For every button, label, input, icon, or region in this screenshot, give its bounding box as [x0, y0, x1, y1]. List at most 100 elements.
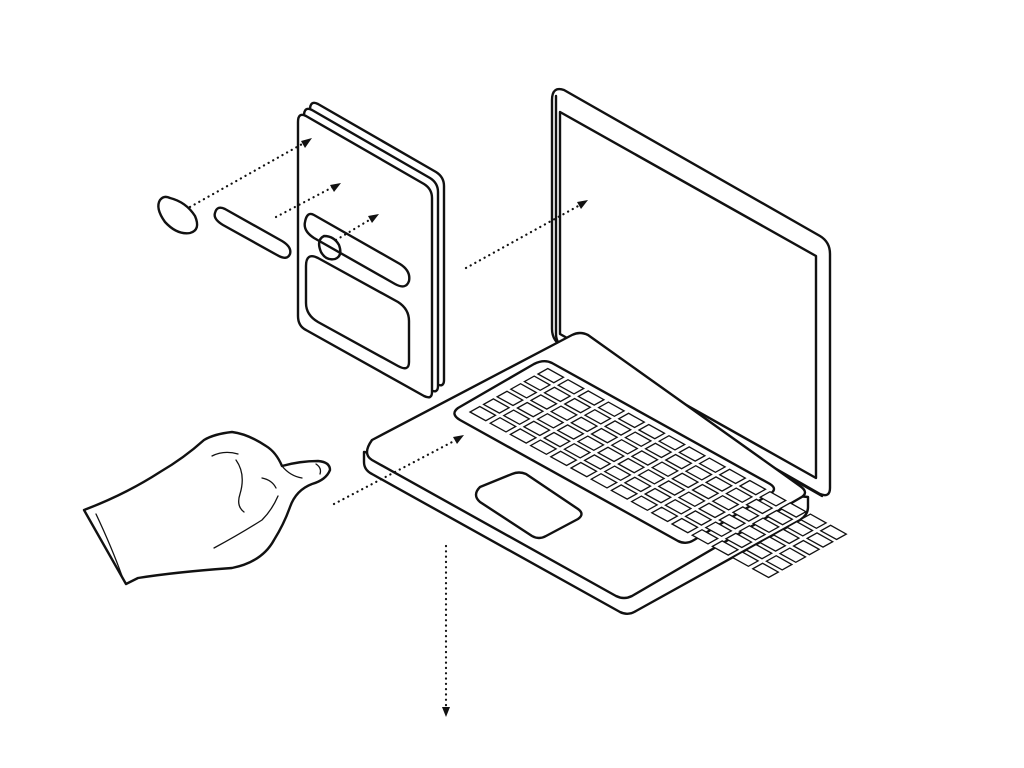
keyboard-key [765, 554, 794, 571]
keyboard-key [502, 409, 531, 426]
keyboard-key [758, 536, 787, 552]
keyboard-key [610, 438, 639, 455]
keyboard-key [677, 491, 706, 508]
keyboard-key [738, 524, 767, 541]
keyboard-key [597, 401, 626, 418]
keyboard-key [556, 424, 585, 440]
hand-nail [315, 463, 322, 475]
hand-finger-line [281, 465, 303, 479]
keyboard-key [529, 439, 558, 456]
keyboard-key [623, 476, 652, 493]
keyboard-key [711, 494, 740, 511]
keyboard-key [718, 468, 747, 485]
keyboard-key [590, 427, 619, 444]
keyboard-key [792, 539, 821, 556]
keyboard-key [630, 495, 659, 512]
laptop-trackpad [474, 471, 583, 540]
keyboard-key [617, 412, 646, 429]
keyboard-key [731, 506, 760, 522]
keyboard-key [772, 528, 801, 545]
keyboard-key [779, 502, 808, 518]
pill-element-icon [157, 195, 199, 235]
keyboard-key [718, 513, 747, 530]
keyboard-key [488, 416, 518, 433]
keyboard-key [543, 386, 572, 403]
keyboard-key [643, 487, 673, 504]
keyboard-key [731, 551, 760, 568]
keyboard-key [549, 405, 579, 422]
keyboard-key [704, 476, 734, 492]
keyboard-key [698, 457, 727, 474]
dotted-arrows [188, 138, 588, 717]
keyboard-key [751, 562, 780, 579]
keyboard-key [697, 502, 727, 519]
keyboard-key [711, 540, 740, 556]
keyboard-key [670, 517, 699, 534]
keyboard-key [678, 446, 707, 462]
keyboard-key [690, 528, 720, 545]
laptop-icon [362, 87, 848, 615]
keyboard-key [482, 398, 511, 414]
bar-element-icon [213, 206, 292, 259]
keyboard-key [724, 532, 753, 549]
keyboard-key [765, 509, 794, 526]
keyboard-key [738, 479, 767, 496]
dotted-arrow-icon [274, 183, 341, 219]
keyboard-key [671, 472, 700, 489]
keyboard-key [603, 420, 633, 436]
keyboard-key [799, 513, 828, 530]
dotted-arrow-icon [464, 200, 588, 270]
hand-knuckle-line [211, 451, 239, 457]
hand-pointing-icon [82, 430, 332, 586]
laptop-display [558, 110, 818, 480]
hand-outline [82, 430, 332, 586]
keyboard-key [576, 435, 605, 452]
keyboard-key [563, 442, 592, 459]
keyboard-key [644, 442, 673, 459]
hand-crease-line [261, 477, 277, 489]
keyboard-key [657, 480, 686, 496]
keyboard-key [751, 517, 781, 534]
keyboard-key [529, 394, 558, 410]
keyboard-key [516, 401, 545, 418]
keyboard-key [509, 382, 538, 399]
keyboard-key [569, 461, 598, 478]
keyboard-key [495, 390, 525, 407]
keyboard-key [577, 390, 606, 406]
keyboard-key [610, 484, 639, 500]
keyboard-key [542, 431, 572, 448]
keyboard-key [570, 416, 599, 433]
keyboard-key [549, 450, 578, 467]
keyboard-key [684, 510, 713, 526]
dotted-arrow-icon [188, 138, 312, 209]
keyboard-key [778, 547, 807, 564]
layered-card-icon [296, 101, 446, 399]
keyboard-key [785, 520, 814, 537]
keyboard-key [617, 457, 646, 474]
keyboard-key [758, 490, 788, 507]
keyboard-key [664, 453, 693, 470]
keyboard-key [637, 468, 666, 485]
keyboard-key [536, 367, 565, 384]
dotted-arrow-icon [334, 214, 379, 242]
keyboard-key [819, 524, 848, 541]
keyboard-key [805, 532, 835, 548]
keyboard-key [684, 464, 713, 481]
dotted-arrow-icon [442, 544, 450, 717]
hand-thumb-line [213, 495, 279, 549]
keyboard-key [583, 454, 612, 470]
keyboard-key [624, 431, 653, 448]
keyboard-key [704, 521, 733, 538]
keyboard-key [556, 378, 586, 395]
keyboard-key [509, 428, 538, 444]
keyboard-key [650, 461, 680, 478]
keyboard-keys [468, 367, 848, 579]
keyboard-key [691, 483, 720, 500]
keyboard-key [744, 543, 774, 560]
keyboard-key [664, 498, 693, 515]
card-bar-element [303, 212, 411, 288]
keyboard-key [603, 465, 632, 482]
keyboard-key [745, 498, 774, 515]
keyboard-key [468, 405, 497, 422]
hand-fold-line [235, 459, 245, 513]
